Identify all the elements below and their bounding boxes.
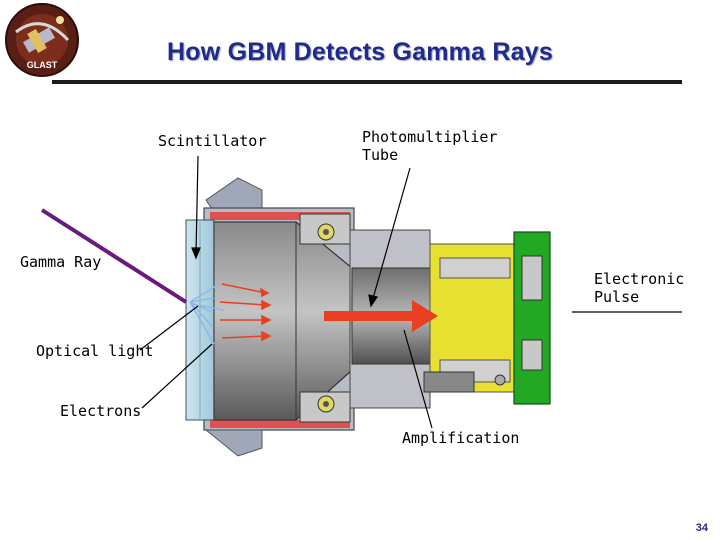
- slide-title: How GBM Detects Gamma Rays: [167, 38, 553, 66]
- page-number: 34: [695, 522, 708, 534]
- light-rays: [189, 285, 225, 345]
- leader-lines: [139, 155, 682, 429]
- glast-logo: GLAST: [5, 3, 79, 77]
- electron-flow-arrow: [324, 300, 438, 332]
- label-electronic-pulse: Electronic Pulse: [594, 270, 685, 306]
- logo-text: GLAST: [27, 60, 58, 70]
- title-divider: [52, 80, 682, 84]
- label-photomultiplier-tube: Photomultiplier Tube: [362, 128, 498, 164]
- pmt-body: [213, 213, 353, 423]
- label-scintillator: Scintillator: [158, 132, 267, 150]
- label-amplification: Amplification: [402, 429, 520, 447]
- optical-photon-arrows: [219, 283, 272, 342]
- gamma-ray-arrow: [40, 208, 188, 304]
- label-electrons: Electrons: [60, 402, 142, 420]
- label-gamma-ray: Gamma Ray: [20, 253, 102, 271]
- label-optical-light: Optical light: [36, 342, 154, 360]
- electronics-assembly: [423, 231, 551, 405]
